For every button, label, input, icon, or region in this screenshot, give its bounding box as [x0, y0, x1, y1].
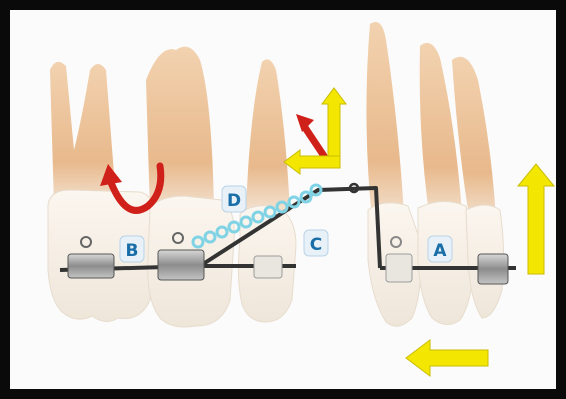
label-a: A	[428, 236, 452, 262]
bracket-icon	[158, 250, 204, 280]
up-arrow-large	[518, 164, 554, 274]
label-b-text: B	[126, 241, 139, 261]
orthodontic-mechanics-diagram: B D C A	[10, 10, 556, 389]
label-a-text: A	[433, 241, 447, 261]
premolar-2-root	[246, 59, 290, 212]
diagram-canvas: B D C A	[10, 10, 556, 389]
label-d-text: D	[227, 191, 241, 211]
bracket-icon	[68, 254, 114, 278]
label-d: D	[222, 186, 246, 212]
bracket-icon	[254, 256, 282, 278]
label-c: C	[304, 230, 328, 256]
label-c-text: C	[310, 235, 322, 255]
molar-tooth	[48, 62, 154, 322]
incisor-1-root	[366, 22, 404, 220]
label-b: B	[120, 236, 144, 262]
premolar-2-bracket	[254, 256, 282, 278]
bracket-icon	[478, 254, 508, 284]
bracket-icon	[386, 254, 412, 282]
left-arrow-large	[406, 340, 488, 376]
incisor-2-crown	[418, 201, 474, 324]
premolar-tooth-2	[238, 59, 296, 322]
